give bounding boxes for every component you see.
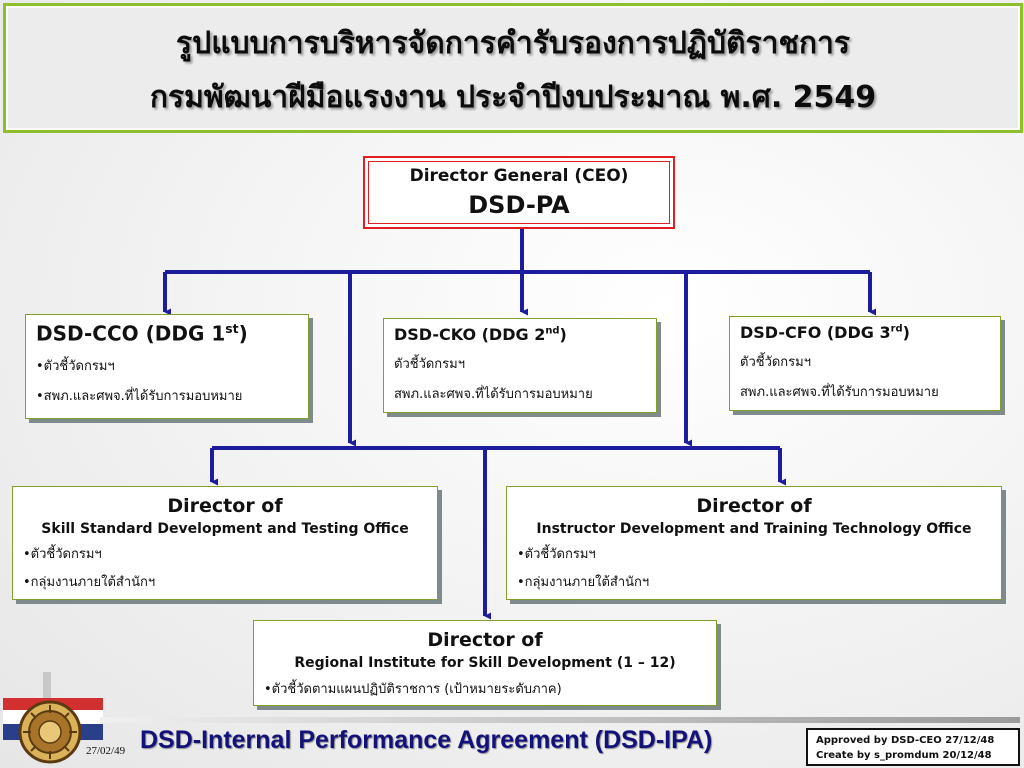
director-regional-office: Regional Institute for Skill Development…	[294, 655, 676, 671]
deputy-cco-name: DSD-CCO (DDG 1st)	[36, 321, 248, 346]
director-regional-item1: •ตัวชี้วัดตามแผนปฏิบัติราชการ (เป้าหมายร…	[264, 682, 562, 697]
deputy-box-cco: DSD-CCO (DDG 1st) •ตัวชี้วัดกรมฯ •สพภ.แล…	[25, 314, 309, 419]
deputy-cco-item2: •สพภ.และศพจ.ที่ได้รับการมอบหมาย	[36, 389, 243, 404]
director-box-skill-standard: Director of Skill Standard Development a…	[12, 486, 438, 600]
header-title-line1: รูปแบบการบริหารจัดการคำรับรองการปฏิบัติร…	[176, 26, 850, 61]
director-skill-item2: •กลุ่มงานภายใต้สำนักฯ	[23, 575, 156, 590]
deputy-cfo-name: DSD-CFO (DDG 3rd)	[740, 323, 910, 342]
deputy-cko-item1: ตัวชี้วัดกรมฯ	[394, 357, 466, 372]
director-regional-heading: Director of	[427, 629, 543, 651]
dsd-logo-emblem	[3, 672, 103, 764]
deputy-cko-name: DSD-CKO (DDG 2nd)	[394, 325, 567, 344]
footer-date: 27/02/49	[86, 745, 126, 757]
ceo-title: Director General (CEO)	[409, 166, 629, 186]
ceo-box: Director General (CEO) DSD-PA	[363, 156, 675, 229]
footer-divider	[100, 717, 1020, 723]
director-box-regional: Director of Regional Institute for Skill…	[253, 620, 717, 706]
director-instructor-item2: •กลุ่มงานภายใต้สำนักฯ	[517, 575, 650, 590]
header-banner: รูปแบบการบริหารจัดการคำรับรองการปฏิบัติร…	[3, 3, 1023, 133]
deputy-cco-item1: •ตัวชี้วัดกรมฯ	[36, 359, 115, 374]
deputy-cfo-item2: สพภ.และศพจ.ที่ได้รับการมอบหมาย	[740, 385, 939, 400]
director-skill-item1: •ตัวชี้วัดกรมฯ	[23, 547, 102, 562]
approval-box: Approved by DSD-CEO 27/12/48 Create by s…	[806, 728, 1020, 766]
director-skill-heading: Director of	[167, 495, 283, 517]
deputy-cfo-item1: ตัวชี้วัดกรมฯ	[740, 355, 812, 370]
header-title-line2: กรมพัฒนาฝีมือแรงงาน ประจำปีงบประมาณ พ.ศ.…	[149, 80, 877, 115]
director-skill-office: Skill Standard Development and Testing O…	[41, 521, 409, 537]
deputy-box-cfo: DSD-CFO (DDG 3rd) ตัวชี้วัดกรมฯ สพภ.และศ…	[729, 316, 1001, 411]
director-instructor-item1: •ตัวชี้วัดกรมฯ	[517, 547, 596, 562]
deputy-cko-item2: สพภ.และศพจ.ที่ได้รับการมอบหมาย	[394, 387, 593, 402]
director-instructor-heading: Director of	[696, 495, 812, 517]
approval-created-by: Create by s_promdum 20/12/48	[816, 750, 992, 761]
ceo-name: DSD-PA	[468, 191, 570, 219]
director-instructor-office: Instructor Development and Training Tech…	[536, 521, 972, 537]
deputy-box-cko: DSD-CKO (DDG 2nd) ตัวชี้วัดกรมฯ สพภ.และศ…	[383, 318, 657, 413]
footer-title: DSD-Internal Performance Agreement (DSD-…	[140, 726, 713, 754]
approval-approved-by: Approved by DSD-CEO 27/12/48	[816, 735, 995, 746]
director-box-instructor: Director of Instructor Development and T…	[506, 486, 1002, 600]
